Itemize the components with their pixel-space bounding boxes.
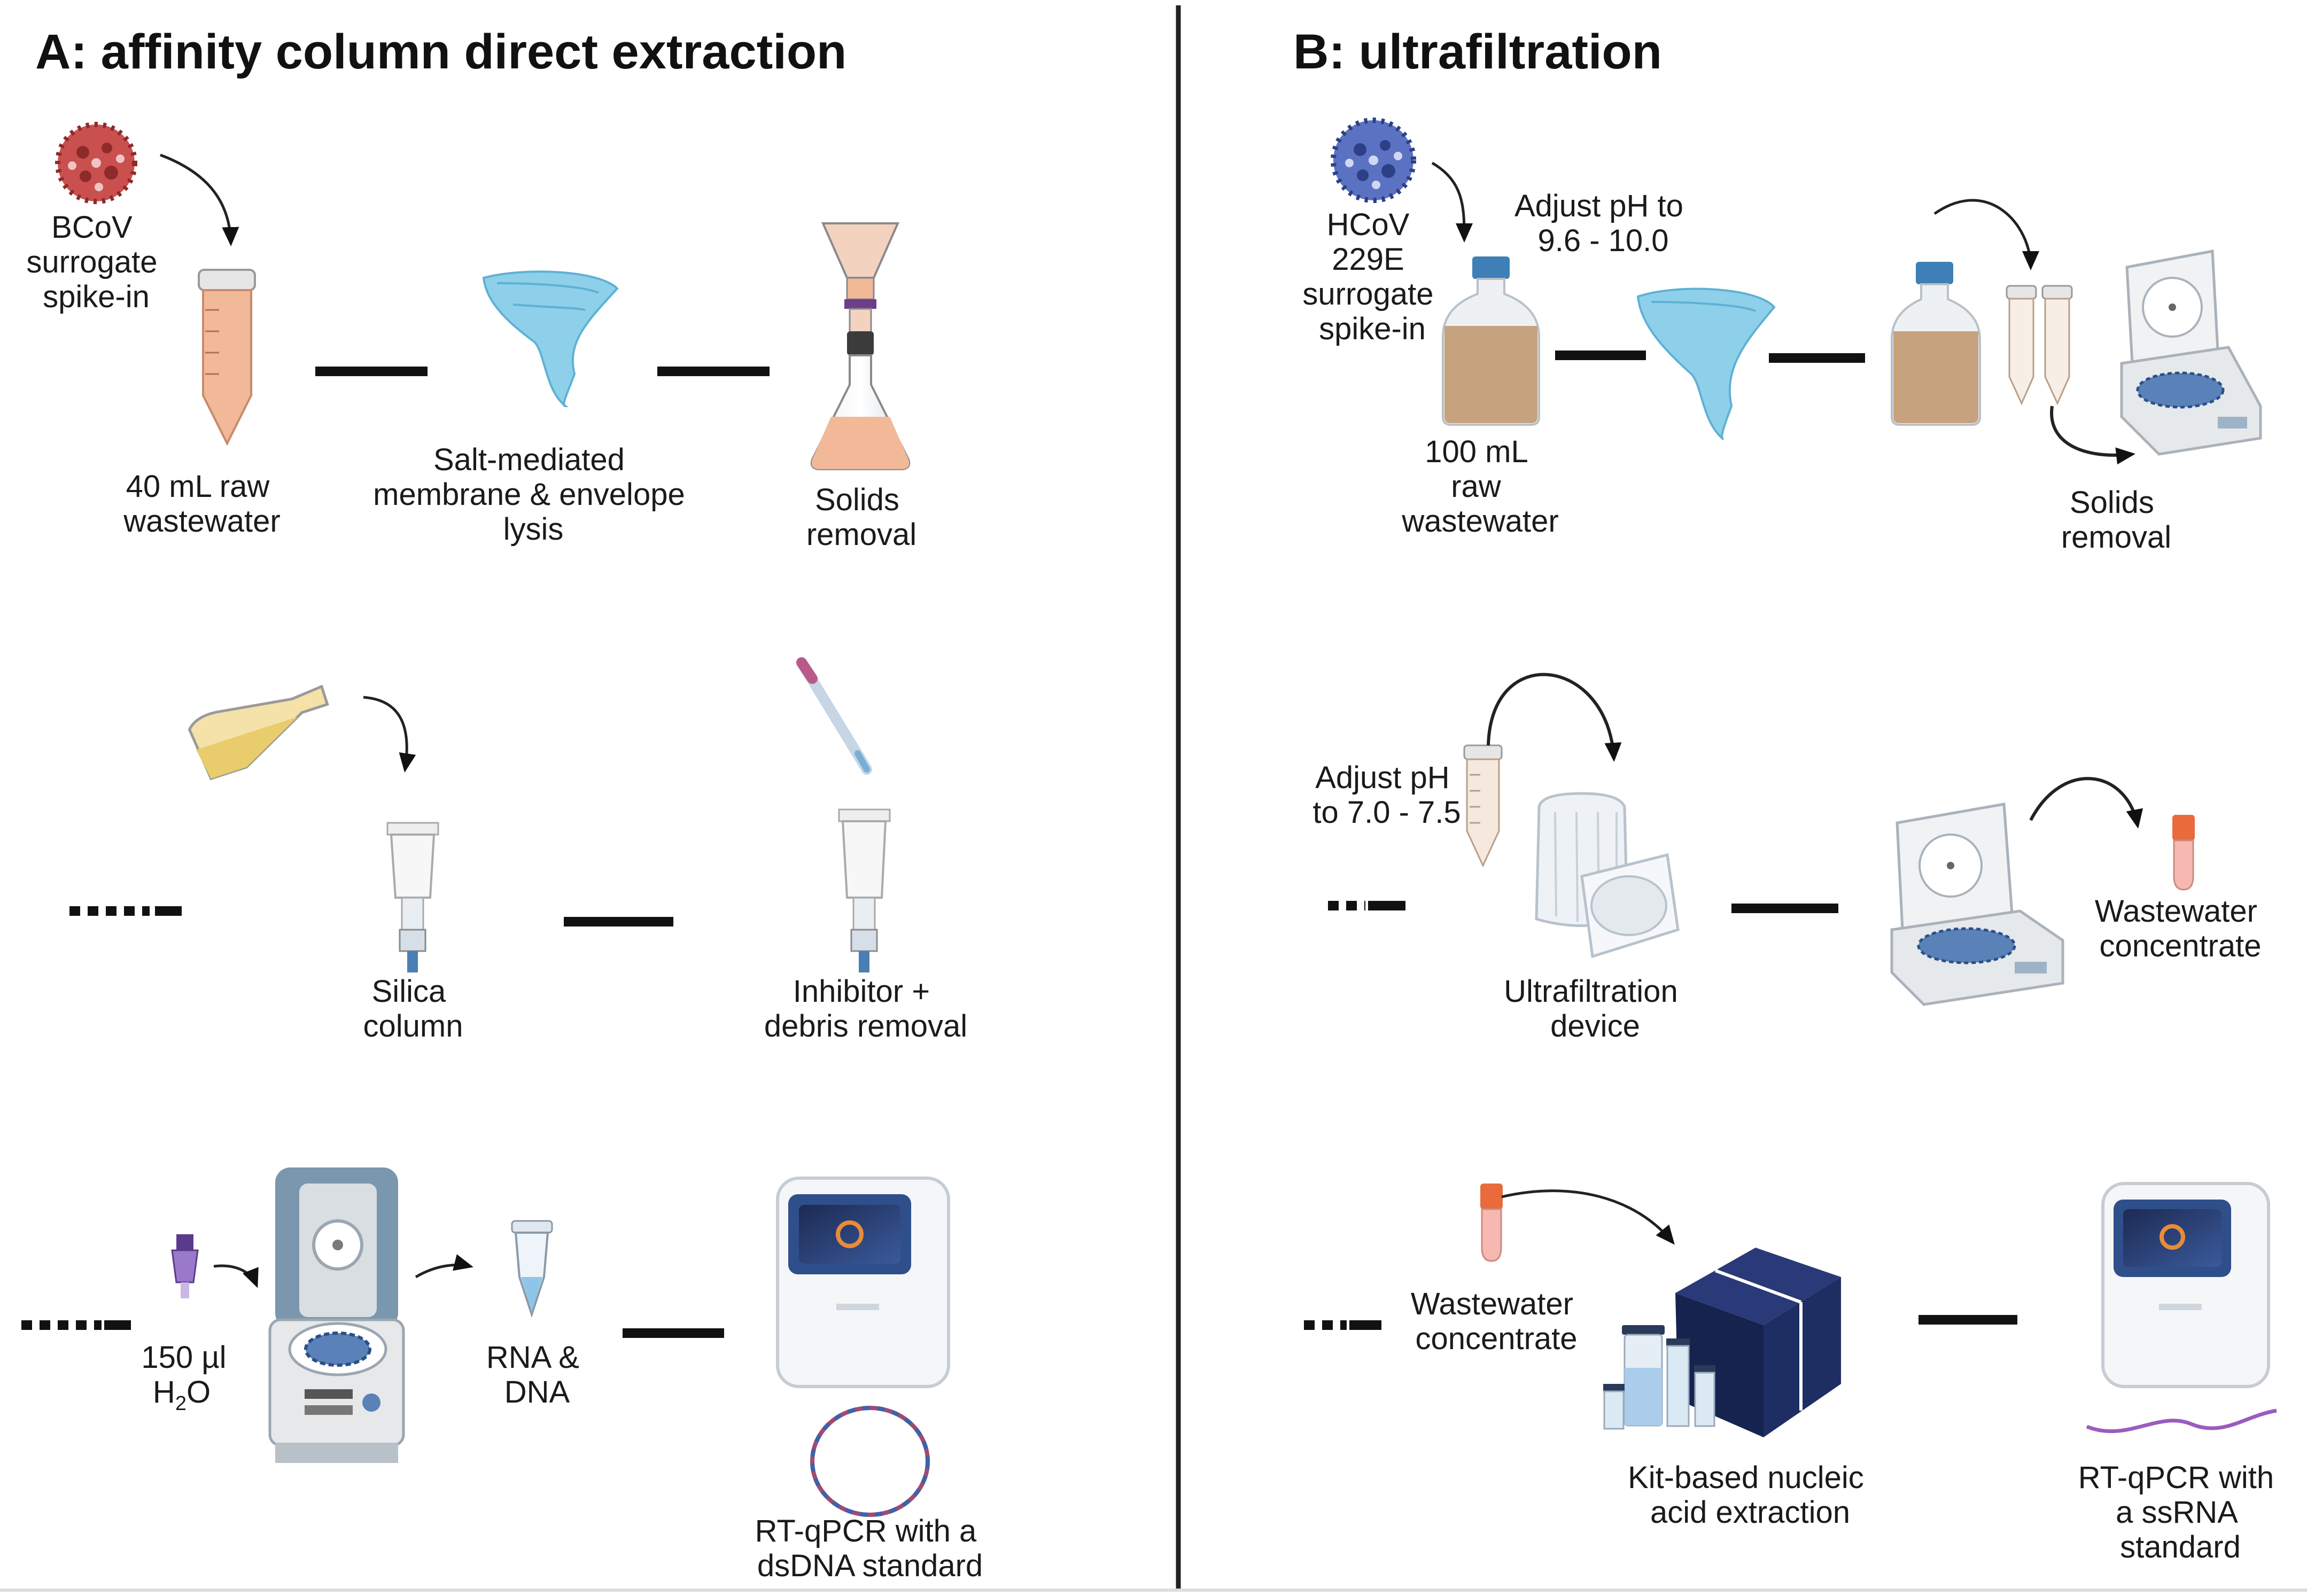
pouring-flask-icon [188, 684, 329, 781]
qpcr-machine-icon-b [2101, 1182, 2270, 1388]
panel-b: B: ultrafiltration HCoV 229E surrogate s… [1293, 25, 2282, 1564]
silica-column-icon-2 [838, 808, 891, 972]
b-transfer-arrow [1933, 199, 2039, 270]
b-uf-arrow [1487, 673, 1622, 762]
dsdna-plasmid-icon [810, 1406, 930, 1517]
a-sample-label: 40 mL raw wastewater [123, 469, 280, 539]
vortex-icon-b [1636, 287, 1776, 440]
hcov-virus-icon [1331, 118, 1416, 203]
ph-adjust-2-label: Adjust pH to 7.0 - 7.5 [1312, 760, 1461, 830]
uf-label: Ultrafiltration device [1504, 974, 1687, 1044]
qpcr-machine-icon-a [776, 1177, 950, 1388]
bcov-label: BCoV surrogate spike-in [26, 210, 166, 314]
silica-label: Silica column [363, 974, 463, 1044]
benchtop-centrifuge-icon-1 [2120, 250, 2262, 456]
b-kit-arrow [1501, 1189, 1675, 1245]
reagent-vials-icon [1603, 1325, 1715, 1430]
a-qpcr-label: RT-qPCR with a dsDNA standard [755, 1514, 985, 1583]
ph-adjust-1-label: Adjust pH to 9.6 - 10.0 [1514, 189, 1692, 258]
inhibitor-label: Inhibitor + debris removal [764, 974, 967, 1044]
ultrafiltration-device-icon [1535, 792, 1680, 959]
conical-tubes-icon [2006, 285, 2073, 406]
b-sample-label: 100 mL raw wastewater [1401, 434, 1558, 539]
vortex-icon-a [482, 270, 619, 408]
rna-arrow [415, 1254, 473, 1279]
silica-column-icon [386, 822, 439, 972]
elute-arrow [213, 1264, 259, 1288]
b-spike-arrow [1431, 161, 1473, 243]
lysis-label: Salt-mediated membrane & envelope lysis [373, 442, 694, 547]
b-qpcr-label: RT-qPCR with a ssRNA standard [2078, 1460, 2282, 1564]
microtube-icon [511, 1220, 553, 1318]
b-solids-label: Solids removal [2061, 485, 2171, 555]
concentrate-label: Wastewater concentrate [2095, 894, 2266, 963]
a-solids-label: Solids removal [806, 482, 916, 552]
bcov-virus-icon [55, 122, 137, 204]
media-bottle-icon [1442, 256, 1540, 426]
hcov-label: HCoV 229E surrogate spike-in [1302, 207, 1442, 346]
pour-arrow [363, 696, 416, 773]
panel-a-title: A: affinity column direct extraction [35, 25, 846, 79]
b-spin-arrow [2050, 406, 2135, 465]
centrifuge-icon-a [268, 1167, 405, 1463]
concentrate-tube-icon-2 [1480, 1184, 1503, 1262]
concentrate-label-2: Wastewater concentrate [1411, 1287, 1582, 1356]
mini-column-icon [171, 1234, 199, 1298]
filter-flask-icon [810, 222, 911, 470]
conical-tube-icon-b [1463, 744, 1503, 868]
spike-arrow [160, 153, 239, 246]
pipette-icon [796, 657, 872, 775]
ssrna-strand-icon [2086, 1408, 2277, 1434]
media-bottle-icon-2 [1891, 262, 1981, 426]
concentrate-tube-icon [2172, 815, 2195, 891]
panel-b-title: B: ultrafiltration [1293, 25, 1662, 79]
panel-a: A: affinity column direct extraction BCo… [21, 25, 985, 1583]
benchtop-centrifuge-icon-2 [1890, 803, 2064, 1006]
kit-label: Kit-based nucleic acid extraction [1628, 1460, 1873, 1530]
water-label: 150 µl H2O [141, 1340, 235, 1415]
conical-tube-icon [198, 269, 256, 446]
b-concentrate-arrow [2029, 777, 2143, 829]
rna-dna-label: RNA & DNA [486, 1340, 588, 1410]
